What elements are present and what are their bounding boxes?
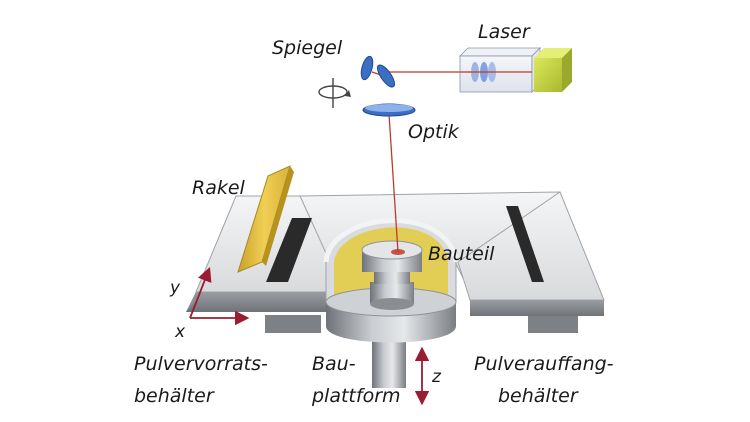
bauteil-label: Bauteil bbox=[428, 243, 495, 265]
z-axis: z bbox=[414, 346, 442, 406]
pulverauffang-label-line2: behälter bbox=[498, 385, 579, 407]
base-feet bbox=[265, 315, 578, 333]
optik-lens bbox=[362, 103, 416, 117]
axis-z-label: z bbox=[431, 367, 442, 387]
pulvervorrats-label-line1: Pulvervorrats- bbox=[134, 353, 268, 375]
bauteil-part bbox=[361, 240, 423, 310]
spiegel-mirrors bbox=[360, 55, 396, 88]
axis-y-label: y bbox=[169, 278, 181, 298]
axis-x-label: x bbox=[174, 322, 186, 342]
bauplattform-label-line2: plattform bbox=[311, 385, 401, 407]
optik-label: Optik bbox=[408, 121, 460, 143]
rotation-arrow-icon bbox=[318, 78, 351, 108]
pulverauffang-label-line1: Pulverauffang- bbox=[474, 353, 614, 375]
laser-unit bbox=[459, 47, 572, 93]
rakel-blade bbox=[237, 165, 294, 273]
rakel-label: Rakel bbox=[192, 177, 246, 199]
spiegel-label: Spiegel bbox=[272, 37, 343, 59]
build-chamber bbox=[323, 218, 459, 303]
bauplattform-label-line1: Bau- bbox=[312, 353, 356, 375]
pulvervorrats-label-line2: behälter bbox=[134, 385, 215, 407]
laser-label: Laser bbox=[478, 21, 531, 43]
xy-axes: x y bbox=[169, 266, 250, 342]
